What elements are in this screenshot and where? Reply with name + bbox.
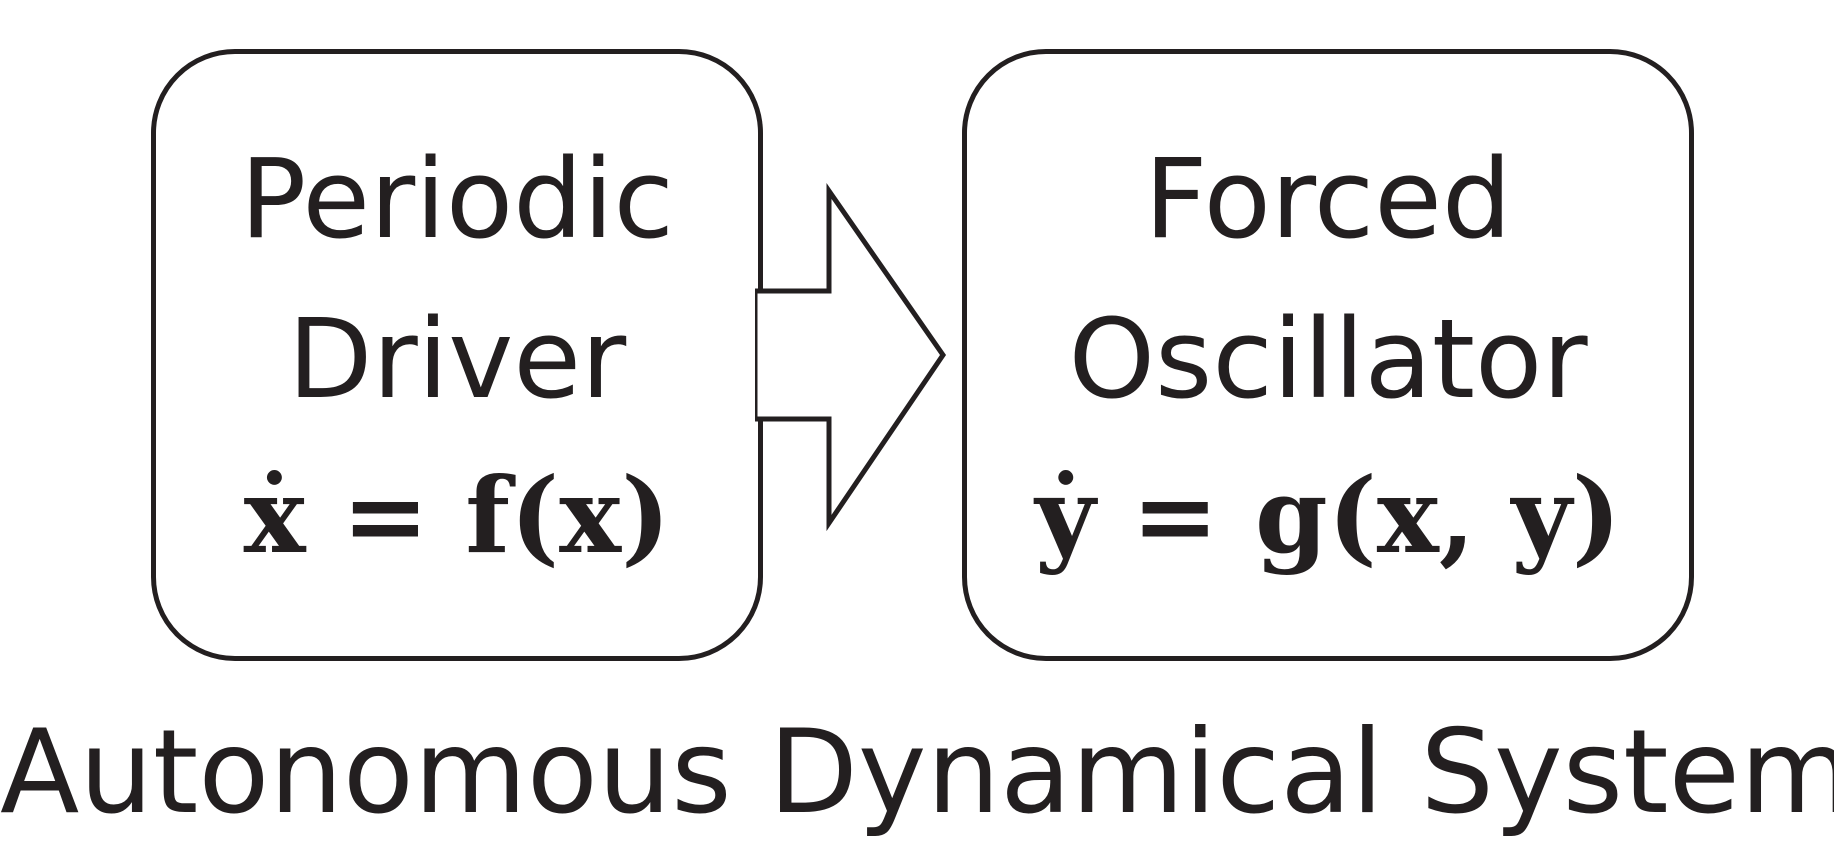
driver-title-line-1: Periodic — [239, 135, 675, 263]
forced-oscillator-box: Forced Oscillator ẏ = g(x, y) — [962, 49, 1694, 661]
oscillator-title-line-1: Forced — [1144, 135, 1512, 263]
driver-equation: ẋ = f(x) — [243, 454, 671, 577]
diagram-caption: Autonomous Dynamical System — [0, 705, 1834, 840]
oscillator-equation: ẏ = g(x, y) — [1035, 454, 1621, 577]
periodic-driver-box: Periodic Driver ẋ = f(x) — [151, 49, 763, 661]
right-arrow-icon — [755, 183, 947, 532]
oscillator-title-line-2: Oscillator — [1068, 295, 1588, 423]
driver-title-line-2: Driver — [287, 295, 627, 423]
